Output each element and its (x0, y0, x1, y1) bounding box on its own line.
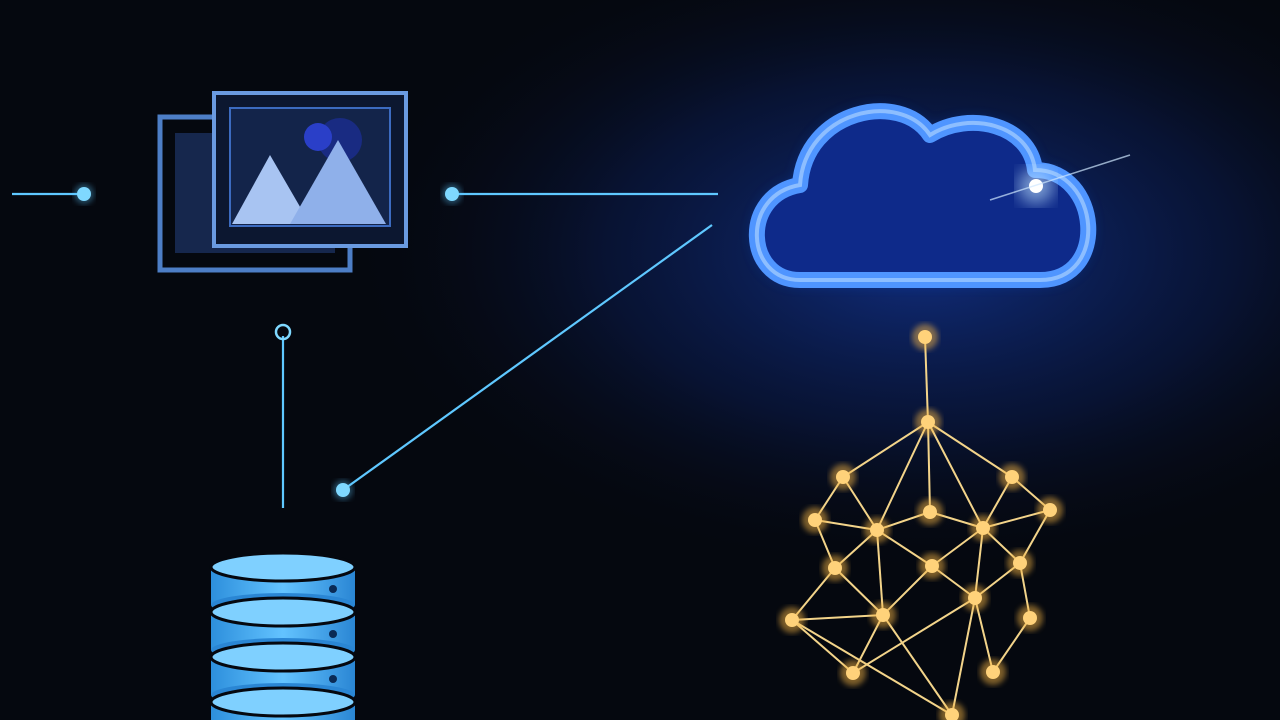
network-node (1013, 556, 1027, 570)
network-edge (882, 614, 953, 716)
network-node (968, 591, 982, 605)
network-edge (791, 619, 953, 716)
network-edge (876, 529, 884, 616)
connectors (12, 192, 718, 508)
connector-ring (274, 323, 292, 341)
network-edge (927, 421, 1013, 478)
disk-indicator (329, 675, 337, 683)
network-node (923, 505, 937, 519)
disk-indicator (329, 630, 337, 638)
database-icon (209, 551, 357, 720)
network-edge (924, 336, 929, 423)
network-node (921, 415, 935, 429)
network-node (836, 470, 850, 484)
network-node (828, 561, 842, 575)
image-gallery-icon (157, 91, 408, 273)
network-edge (791, 614, 884, 621)
network-node (1023, 611, 1037, 625)
connector-database-cloud (342, 224, 713, 491)
network-edge (927, 421, 931, 513)
connector-dot (336, 483, 350, 497)
network-node (1043, 503, 1057, 517)
network-edge (852, 597, 976, 674)
network-edge (876, 421, 929, 531)
connector-dots (74, 184, 462, 500)
network-node (870, 523, 884, 537)
cloud-icon (748, 103, 1131, 288)
neural-network-icon (779, 324, 1063, 720)
network-node (846, 666, 860, 680)
disk-indicator (329, 585, 337, 593)
database-disk (209, 686, 357, 720)
connector-dot (445, 187, 459, 201)
network-edge (842, 421, 929, 478)
network-edge (927, 421, 984, 529)
network-node (925, 559, 939, 573)
network-node (945, 708, 959, 720)
network-node (976, 521, 990, 535)
network-edge (791, 619, 854, 674)
network-node (918, 330, 932, 344)
connector-dot (77, 187, 91, 201)
network-node (986, 665, 1000, 679)
network-node (808, 513, 822, 527)
network-node (876, 608, 890, 622)
network-node (1005, 470, 1019, 484)
network-node (785, 613, 799, 627)
network-edge (951, 597, 976, 716)
